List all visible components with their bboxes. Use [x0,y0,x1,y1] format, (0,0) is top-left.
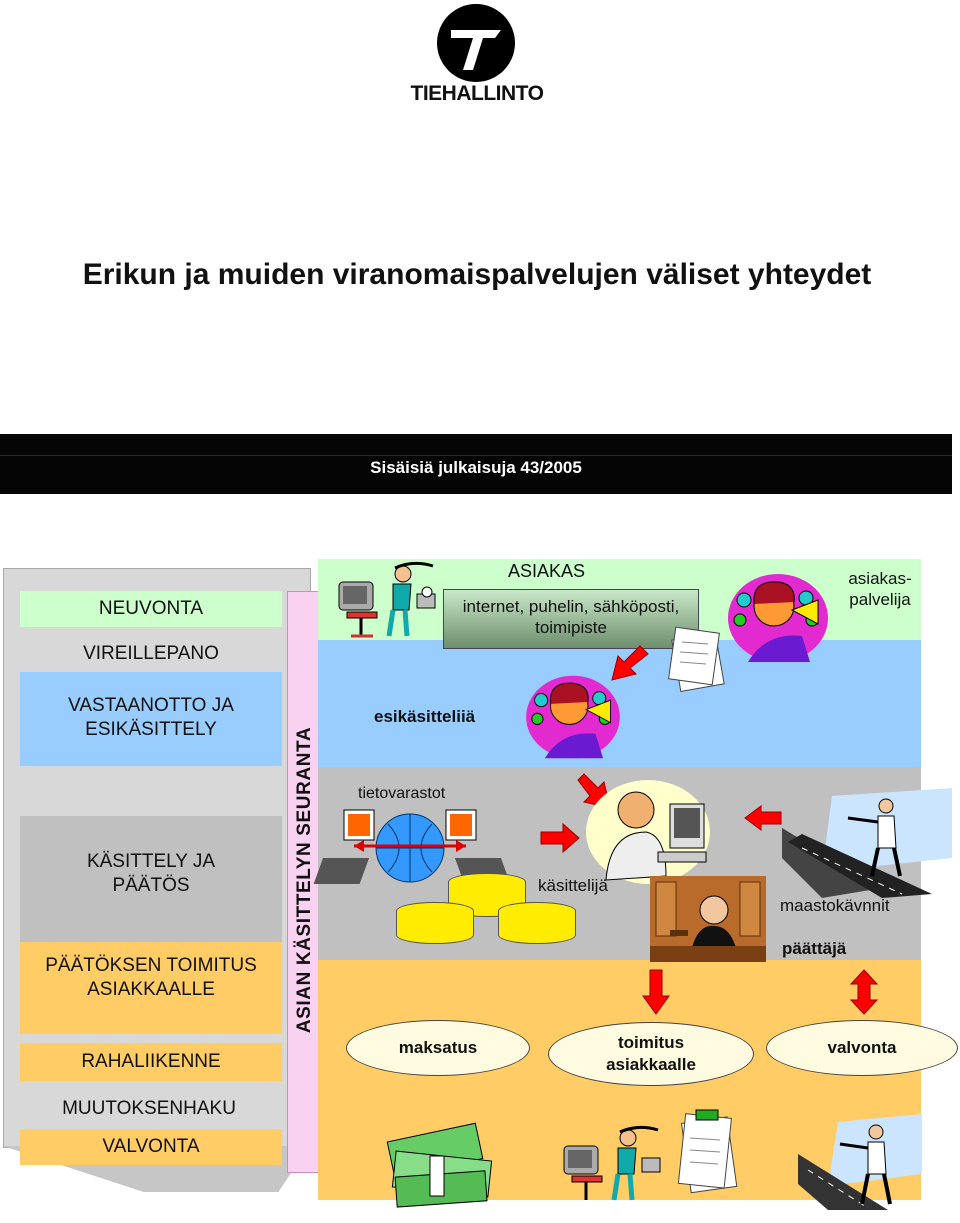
road-surveyor-icon [798,1114,922,1210]
red-arrow-icon [642,969,670,1015]
red-arrow-icon [540,822,580,854]
speaker-person-icon [526,675,620,759]
service-role-label: asiakas-palvelija [848,569,912,609]
office-worker-icon [586,780,710,884]
decider-label: päättäjä [782,939,847,958]
logo-text: TIEHALLINTO [410,82,544,105]
publication-label: Sisäisiä julkaisuja 43/2005 [370,458,582,477]
stage-valvonta: VALVONTA [20,1129,282,1165]
speaker-person-icon [728,574,828,662]
tiehallinto-logo-icon [437,4,515,82]
road-surveyor-icon [782,788,952,898]
delivery-ellipse: toimitus asiakkaalle [548,1022,754,1086]
judge-icon [650,876,766,962]
payment-ellipse: maksatus [346,1020,530,1076]
database-cylinder-icon [498,902,576,944]
data-stores-label: tietovarastot [358,785,446,802]
delivery-label: toimitus asiakkaalle [606,1033,696,1074]
stage-vireillepano: VIREILLEPANO [83,643,219,664]
customer-channels-box [443,589,699,649]
monitoring-label: valvonta [827,1038,897,1057]
stage-paatoksen-toimitus: PÄÄTÖKSEN TOIMITUS ASIAKKAALLE [20,942,282,1034]
customer-title: ASIAKAS [508,561,586,581]
documents-icon [668,626,725,693]
money-stack-icon [386,1122,493,1208]
red-arrow-icon [611,645,649,681]
stage-vastaanotto: VASTAANOTTO JA ESIKÄSITTELY [20,672,282,766]
stage-muutoksenhaku: MUUTOKSENHAKU [62,1098,236,1119]
page-title: Erikun ja muiden viranomaispalvelujen vä… [82,258,872,291]
customer-channels: internet, puhelin, sähköposti, toimipist… [462,597,680,637]
database-cylinder-icon [396,902,474,944]
stage-kasittely: KÄSITTELY JA PÄÄTÖS [20,816,282,942]
documents-icon [677,1109,738,1194]
surveyor-label: maastokävnnit [780,896,890,915]
monitoring-ellipse: valvonta [766,1020,958,1076]
tracking-label: ASIAN KÄSITTELYN SEURANTA [294,726,315,1034]
band-divider [0,455,952,456]
handler-label: käsittelijä [538,876,608,895]
computer-user-icon [563,1125,661,1201]
stage-rahaliikenne: RAHALIIKENNE [20,1043,282,1081]
stage-neuvonta: NEUVONTA [20,591,282,627]
payment-label: maksatus [398,1038,478,1057]
preprocessor-label: esikäsitteliiä [374,707,476,726]
publication-band [0,434,952,494]
computer-user-icon [338,561,436,638]
red-arrow-icon [849,969,879,1015]
red-arrow-icon [744,805,782,831]
